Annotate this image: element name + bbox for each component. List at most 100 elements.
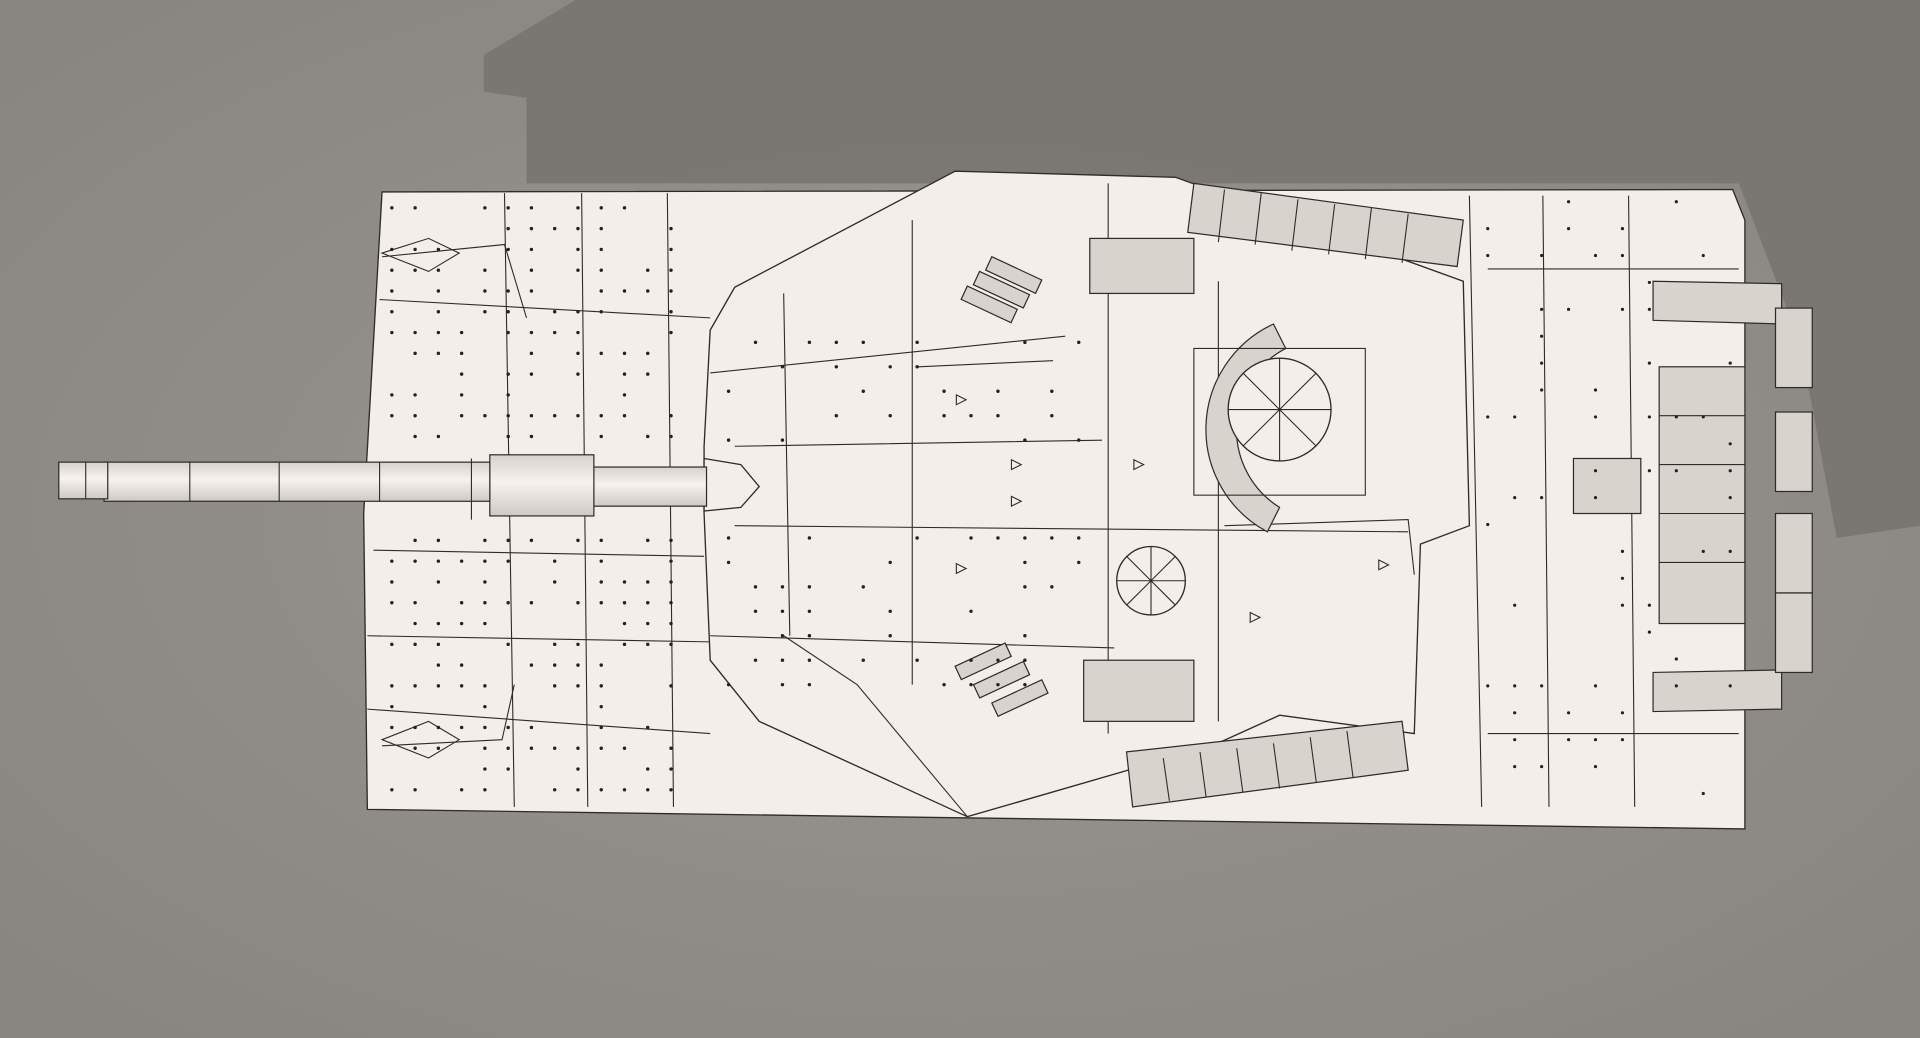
rivet	[1647, 280, 1651, 285]
rivet	[669, 684, 673, 688]
rivet	[753, 585, 758, 589]
rivet	[599, 580, 603, 584]
rivet	[1513, 684, 1517, 688]
rivet	[506, 206, 510, 210]
rivet	[436, 289, 441, 293]
rivet	[834, 340, 839, 345]
rivet	[1620, 307, 1625, 311]
rivet	[529, 330, 534, 335]
rivet	[1513, 603, 1517, 607]
rivet	[1566, 711, 1571, 715]
rivet	[506, 247, 510, 252]
rivet	[1647, 415, 1651, 419]
rivet	[436, 580, 441, 584]
rivet	[996, 389, 1000, 393]
rivet	[622, 206, 627, 210]
rivet	[599, 206, 603, 210]
rivet	[1728, 469, 1732, 473]
rivet	[807, 682, 812, 687]
rivet	[646, 351, 650, 356]
rivet	[780, 609, 785, 614]
rivet	[1486, 415, 1490, 419]
rivet	[506, 372, 510, 376]
rivet	[996, 413, 1000, 418]
rivet	[622, 351, 627, 356]
rivet	[576, 351, 580, 356]
rivet	[1023, 438, 1027, 442]
rivet	[1050, 413, 1054, 418]
rivet	[483, 788, 487, 792]
rivet	[1486, 227, 1490, 231]
rivet	[459, 601, 464, 605]
rivet	[669, 310, 673, 314]
rivet	[1540, 684, 1544, 688]
rivet	[1593, 684, 1598, 688]
rivet	[1023, 658, 1027, 662]
panel-marker	[955, 562, 968, 575]
rivet	[483, 767, 487, 771]
rivet	[413, 268, 417, 272]
rivet	[669, 413, 673, 418]
rivet	[506, 642, 510, 647]
rivet	[915, 365, 919, 369]
rivet	[1540, 388, 1544, 392]
rivet	[780, 658, 785, 662]
rivet	[780, 365, 785, 369]
rivet	[996, 682, 1000, 687]
rivet	[646, 621, 650, 626]
rivet	[807, 340, 812, 345]
rivet	[726, 536, 731, 540]
rivet	[1728, 549, 1732, 553]
rivet	[506, 226, 510, 231]
rivet	[1513, 764, 1517, 769]
rivet	[646, 642, 650, 647]
rivet	[436, 247, 441, 252]
rivet	[622, 289, 627, 293]
rivet	[552, 684, 557, 688]
rivet	[996, 658, 1000, 662]
rivet	[390, 559, 394, 563]
rivet	[459, 372, 464, 376]
rivet	[529, 434, 534, 439]
rivet	[1728, 361, 1732, 365]
rivet	[599, 351, 603, 356]
rivet	[576, 663, 580, 667]
rivet	[483, 621, 487, 626]
rivet	[459, 413, 464, 418]
rivet	[506, 725, 510, 730]
rivet	[1620, 227, 1625, 231]
rivet	[1647, 603, 1651, 607]
rivet	[459, 559, 464, 563]
rivet	[996, 536, 1000, 540]
rivet	[576, 413, 580, 418]
rivet	[413, 559, 417, 563]
rivet	[552, 310, 557, 314]
rivet	[753, 658, 758, 662]
rivet	[436, 351, 441, 356]
rivet	[669, 767, 673, 771]
rivet	[669, 601, 673, 605]
rivet	[861, 658, 865, 662]
rivet	[646, 289, 650, 293]
rivet	[436, 310, 441, 314]
rivet	[807, 536, 812, 540]
rivet	[529, 725, 534, 730]
rivet	[669, 247, 673, 252]
rivet	[483, 684, 487, 688]
rivet	[599, 788, 603, 792]
rivet	[726, 682, 731, 687]
rivet	[529, 663, 534, 667]
rivet	[599, 725, 603, 730]
rivet	[1647, 630, 1651, 634]
rivet	[413, 601, 417, 605]
rivet	[436, 746, 441, 750]
rivet	[459, 330, 464, 335]
rivet	[1540, 307, 1544, 311]
rivet	[969, 682, 973, 687]
rivet	[529, 746, 534, 750]
rivet	[459, 393, 464, 397]
rivet	[506, 413, 510, 418]
rivet	[529, 601, 534, 605]
rivet	[669, 642, 673, 647]
panel-marker	[1010, 458, 1023, 471]
